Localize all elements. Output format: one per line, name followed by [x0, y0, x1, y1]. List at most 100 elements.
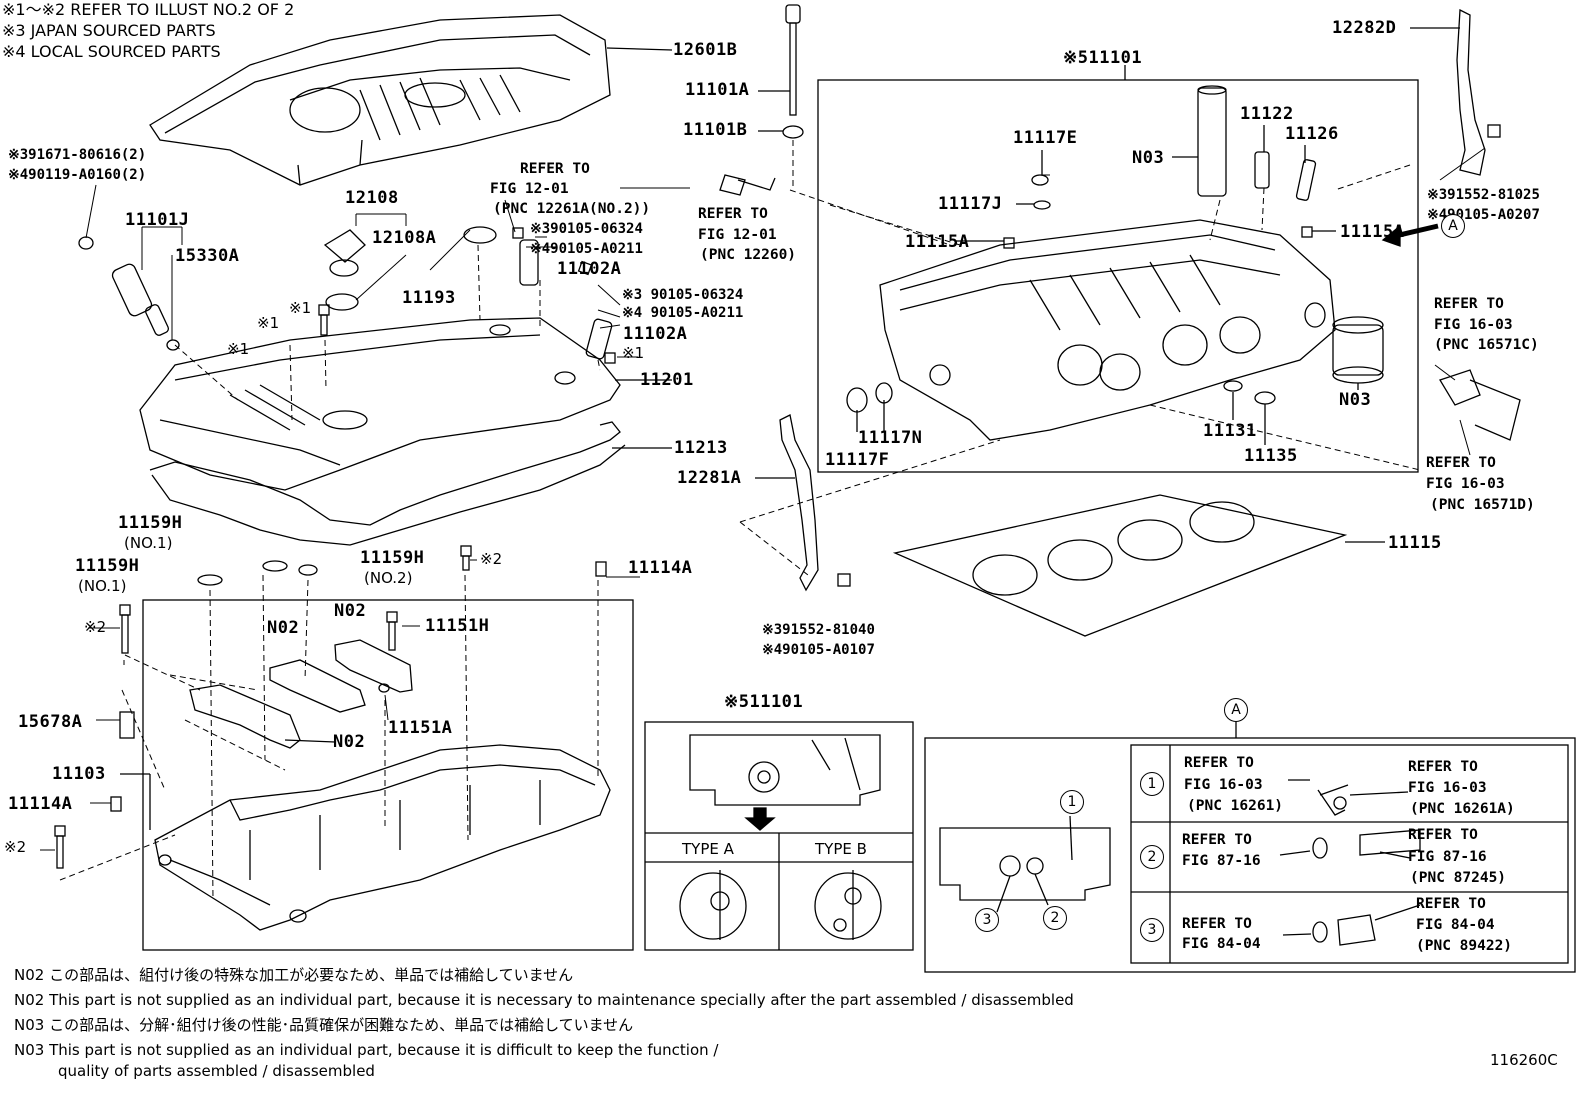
refer-label-3b[interactable]: FIG 16-03	[1434, 317, 1513, 333]
part-label-11114A-upper[interactable]: 11114A	[628, 558, 693, 578]
engine-cover-drawing	[149, 14, 673, 186]
note-marker-1b: ※1	[257, 314, 280, 332]
part-label-11101[interactable]: ※511101	[1063, 48, 1143, 68]
part-label-11102A-upper[interactable]: 11102A	[557, 259, 622, 279]
part-label-11117F[interactable]: 11117F	[825, 450, 890, 470]
table-row-2-right-3: (PNC 87245)	[1410, 870, 1507, 886]
table-row-3-left-2[interactable]: FIG 84-04	[1182, 936, 1261, 952]
part-label-490105-A0107[interactable]: ※490105-A0107	[762, 642, 875, 658]
part-label-11115[interactable]: 11115	[1388, 533, 1442, 553]
table-row-3-right-3: (PNC 89422)	[1416, 938, 1513, 954]
part-label-15330A[interactable]: 15330A	[175, 246, 240, 266]
part-label-490105-A0211-a[interactable]: ※490105-A0211	[530, 241, 643, 257]
part-label-N03-upper[interactable]: N03	[1132, 148, 1165, 168]
footnote-n02-japanese: N02 この部品は、組付け後の特殊な加工が必要なため、単品では補給していません	[14, 966, 574, 984]
table-row-1-left-2[interactable]: FIG 16-03	[1184, 777, 1263, 793]
bearing-caps-drawing	[189, 639, 413, 749]
part-label-12601B[interactable]: 12601B	[673, 40, 738, 60]
refer-label-4c: (PNC 16571D)	[1430, 497, 1535, 513]
part-label-12281A[interactable]: 12281A	[677, 468, 742, 488]
part-label-490105-A0211-b[interactable]: ※4 90105-A0211	[622, 305, 744, 321]
table-a-grid	[1130, 744, 1569, 964]
part-label-11117N[interactable]: 11117N	[858, 428, 923, 448]
table-row-1-right-2[interactable]: FIG 16-03	[1408, 780, 1487, 796]
part-label-11102A-lower[interactable]: 11102A	[623, 324, 688, 344]
table-row-2-left-2[interactable]: FIG 87-16	[1182, 853, 1261, 869]
table-row-3-right-2[interactable]: FIG 84-04	[1416, 917, 1495, 933]
part-label-11101B[interactable]: 11101B	[683, 120, 748, 140]
part-label-11159H-c[interactable]: 11159H	[360, 548, 425, 568]
footnote-n03-english-2: quality of parts assembled / disassemble…	[58, 1062, 375, 1080]
table-row-1-left-1: REFER TO	[1184, 755, 1254, 771]
part-label-11114A-lower[interactable]: 11114A	[8, 794, 73, 814]
part-label-390105-06324-b[interactable]: ※3 90105-06324	[622, 287, 744, 303]
dashed-lines	[59, 140, 1421, 901]
part-label-11159H-b[interactable]: 11159H	[75, 556, 140, 576]
note-marker-2b: ※2	[84, 618, 107, 636]
part-label-11151A[interactable]: 11151A	[388, 718, 453, 738]
part-label-11193[interactable]: 11193	[402, 288, 456, 308]
refer-label-3a: REFER TO	[1434, 296, 1504, 312]
camshaft-housing-drawing	[120, 744, 611, 931]
part-label-15678A[interactable]: 15678A	[18, 712, 83, 732]
part-label-391552-81040[interactable]: ※391552-81040	[762, 622, 875, 638]
cylinder-head-drawing	[879, 219, 1336, 441]
part-label-11101J[interactable]: 11101J	[125, 210, 190, 230]
part-label-11115A-right[interactable]: 11115A	[1340, 222, 1405, 242]
part-label-12282D[interactable]: 12282D	[1332, 18, 1397, 38]
part-label-N02-left[interactable]: N02	[267, 618, 300, 638]
detail-title-11101[interactable]: ※511101	[724, 692, 804, 712]
part-label-11101A[interactable]: 11101A	[685, 80, 750, 100]
table-row-2-right-2[interactable]: FIG 87-16	[1408, 849, 1487, 865]
part-label-11115A-left[interactable]: 11115A	[905, 232, 970, 252]
table-a-outer	[924, 737, 1576, 973]
footnote-n03-english-1: N03 This part is not supplied as an indi…	[14, 1041, 719, 1059]
leader-lines	[40, 27, 1486, 851]
note-marker-1c: ※1	[227, 340, 250, 358]
refer-label-1b[interactable]: FIG 12-01	[490, 181, 569, 197]
part-label-12108[interactable]: 12108	[345, 188, 399, 208]
table-a-circle: A	[1224, 698, 1248, 722]
part-label-11103[interactable]: 11103	[52, 764, 106, 784]
engine-hanger-front	[779, 414, 819, 592]
part-label-11122[interactable]: 11122	[1240, 104, 1294, 124]
part-label-391552-81025[interactable]: ※391552-81025	[1427, 187, 1540, 203]
cylinder-head-frame	[817, 79, 1419, 473]
callout-2-circle: 2	[1043, 906, 1067, 930]
refer-label-1a: REFER TO	[520, 161, 590, 177]
part-label-11151H[interactable]: 11151H	[425, 616, 490, 636]
part-label-N02-right[interactable]: N02	[334, 601, 367, 621]
part-label-11126[interactable]: 11126	[1285, 124, 1339, 144]
part-label-11131[interactable]: 11131	[1203, 421, 1257, 441]
part-label-11117E[interactable]: 11117E	[1013, 128, 1078, 148]
part-label-11117J[interactable]: 11117J	[938, 194, 1003, 214]
refer-label-2b[interactable]: FIG 12-01	[698, 227, 777, 243]
part-label-11213[interactable]: 11213	[674, 438, 728, 458]
note-marker-2a: ※2	[480, 550, 503, 568]
detail-type-a: TYPE A	[682, 840, 734, 858]
part-label-N03-lower[interactable]: N03	[1339, 390, 1372, 410]
table-row-1-right-1: REFER TO	[1408, 759, 1478, 775]
table-row-2-number: 2	[1140, 845, 1164, 869]
part-label-11135[interactable]: 11135	[1244, 446, 1298, 466]
part-note-no1-a: (NO.1)	[124, 534, 173, 552]
head-gasket-drawing	[892, 494, 1385, 637]
table-row-1-number: 1	[1140, 772, 1164, 796]
table-row-2-right-1: REFER TO	[1408, 827, 1478, 843]
refer-label-4b[interactable]: FIG 16-03	[1426, 476, 1505, 492]
callout-a-circle[interactable]: A	[1441, 214, 1465, 238]
part-label-N02-lower[interactable]: N02	[333, 732, 366, 752]
header-note-1: ※1～※2 REFER TO ILLUST NO.2 OF 2	[2, 0, 295, 19]
table-row-1-left-3: (PNC 16261)	[1187, 798, 1284, 814]
part-label-11159H-a[interactable]: 11159H	[118, 513, 183, 533]
part-label-11201[interactable]: 11201	[640, 370, 694, 390]
part-label-490119-A0160[interactable]: ※490119-A0160(2)	[8, 167, 147, 183]
table-row-1-right-3: (PNC 16261A)	[1410, 801, 1515, 817]
n03-tube-drawing	[1197, 87, 1227, 197]
detail-type-b: TYPE B	[815, 840, 867, 858]
callout-1-circle: 1	[1060, 790, 1084, 814]
part-label-391671-80616[interactable]: ※391671-80616(2)	[8, 147, 147, 163]
part-label-12108A[interactable]: 12108A	[372, 228, 437, 248]
part-label-390105-06324-a[interactable]: ※390105-06324	[530, 221, 643, 237]
